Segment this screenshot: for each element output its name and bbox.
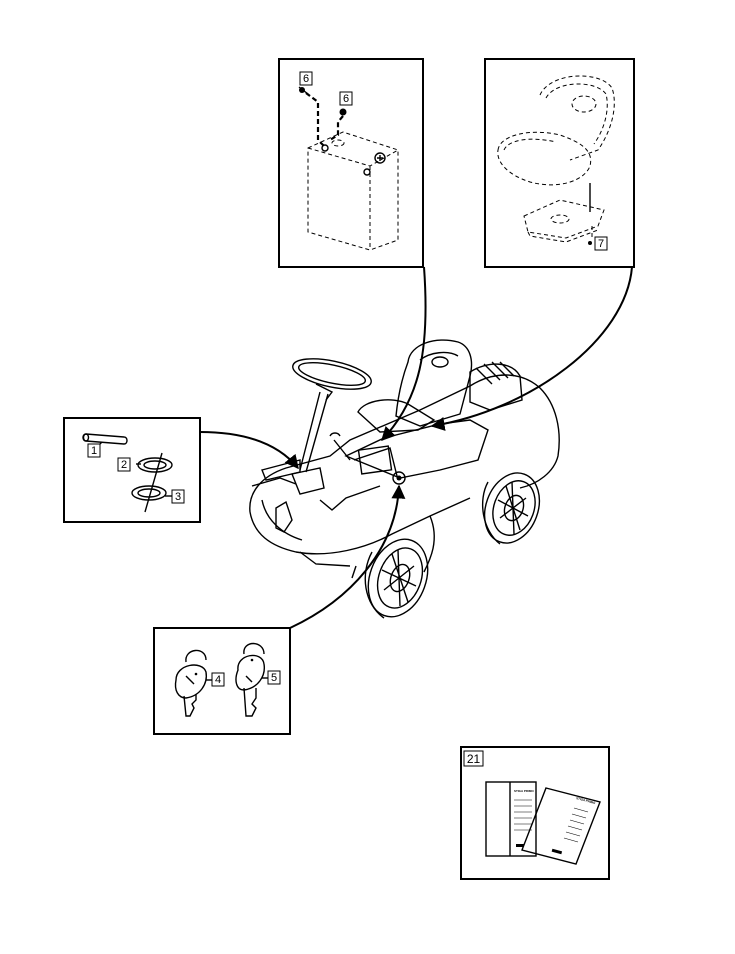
svg-text:1: 1 bbox=[91, 445, 97, 457]
keys-leader-arrow bbox=[289, 484, 406, 629]
svg-text:2: 2 bbox=[121, 459, 127, 471]
washer-axis-line bbox=[144, 452, 163, 513]
svg-text:7: 7 bbox=[598, 238, 604, 250]
ride-on-mower-illustration bbox=[249, 339, 560, 619]
pin-washer-panel: 1 2 3 bbox=[63, 417, 201, 523]
manual-back: STIGA PRIMO bbox=[485, 781, 537, 857]
callout-1: 1 bbox=[87, 443, 101, 458]
svg-text:6: 6 bbox=[343, 93, 349, 105]
svg-text:5: 5 bbox=[271, 672, 277, 684]
seat-panel: 7 bbox=[484, 58, 635, 268]
svg-text:6: 6 bbox=[303, 73, 309, 85]
seat-leader-arrow bbox=[430, 266, 633, 431]
key-right bbox=[235, 642, 268, 717]
seat-bolt bbox=[588, 241, 592, 245]
callout-5: 5 bbox=[267, 670, 281, 685]
seat-illustration bbox=[497, 75, 615, 243]
rear-wheel bbox=[481, 472, 541, 545]
svg-text:21: 21 bbox=[467, 752, 481, 766]
callout-7: 7 bbox=[594, 236, 608, 251]
key-left bbox=[174, 649, 212, 717]
callout-6a: 6 bbox=[299, 71, 313, 86]
callout-3: 3 bbox=[171, 489, 185, 504]
svg-text:4: 4 bbox=[215, 674, 221, 686]
battery-leader-arrow bbox=[381, 266, 427, 442]
battery-illustration bbox=[307, 131, 399, 251]
battery-panel: 6 6 bbox=[278, 58, 424, 268]
manuals-panel: 21 STIGA PRIMO STIGA PRIMO bbox=[460, 746, 610, 880]
callout-2: 2 bbox=[117, 457, 131, 472]
leader-lines bbox=[199, 266, 633, 629]
battery-bolt bbox=[298, 86, 325, 147]
keys-panel: 4 5 bbox=[153, 627, 291, 735]
battery-nut bbox=[329, 108, 347, 141]
svg-text:3: 3 bbox=[175, 491, 181, 503]
front-wheel bbox=[364, 538, 429, 619]
svg-text:STIGA PRIMO: STIGA PRIMO bbox=[514, 789, 534, 793]
washer-upper bbox=[136, 457, 173, 473]
pin-leader-arrow bbox=[199, 431, 299, 470]
manual-front: STIGA PRIMO bbox=[521, 787, 601, 865]
svg-text:STIGA PRIMO: STIGA PRIMO bbox=[576, 796, 597, 805]
callout-21: 21 bbox=[463, 750, 484, 767]
callout-6b: 6 bbox=[339, 91, 353, 106]
callout-4: 4 bbox=[211, 672, 225, 687]
